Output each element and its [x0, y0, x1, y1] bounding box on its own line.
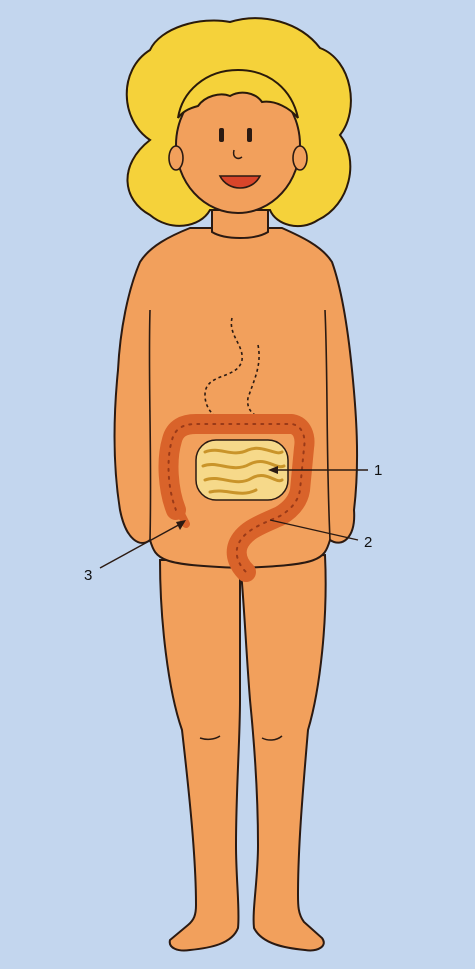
left-ear	[169, 146, 183, 170]
right-eye	[247, 128, 252, 142]
right-ear	[293, 146, 307, 170]
label-1: 1	[374, 462, 382, 479]
label-2: 2	[364, 534, 372, 551]
label-3: 3	[84, 567, 92, 584]
left-eye	[219, 128, 224, 142]
